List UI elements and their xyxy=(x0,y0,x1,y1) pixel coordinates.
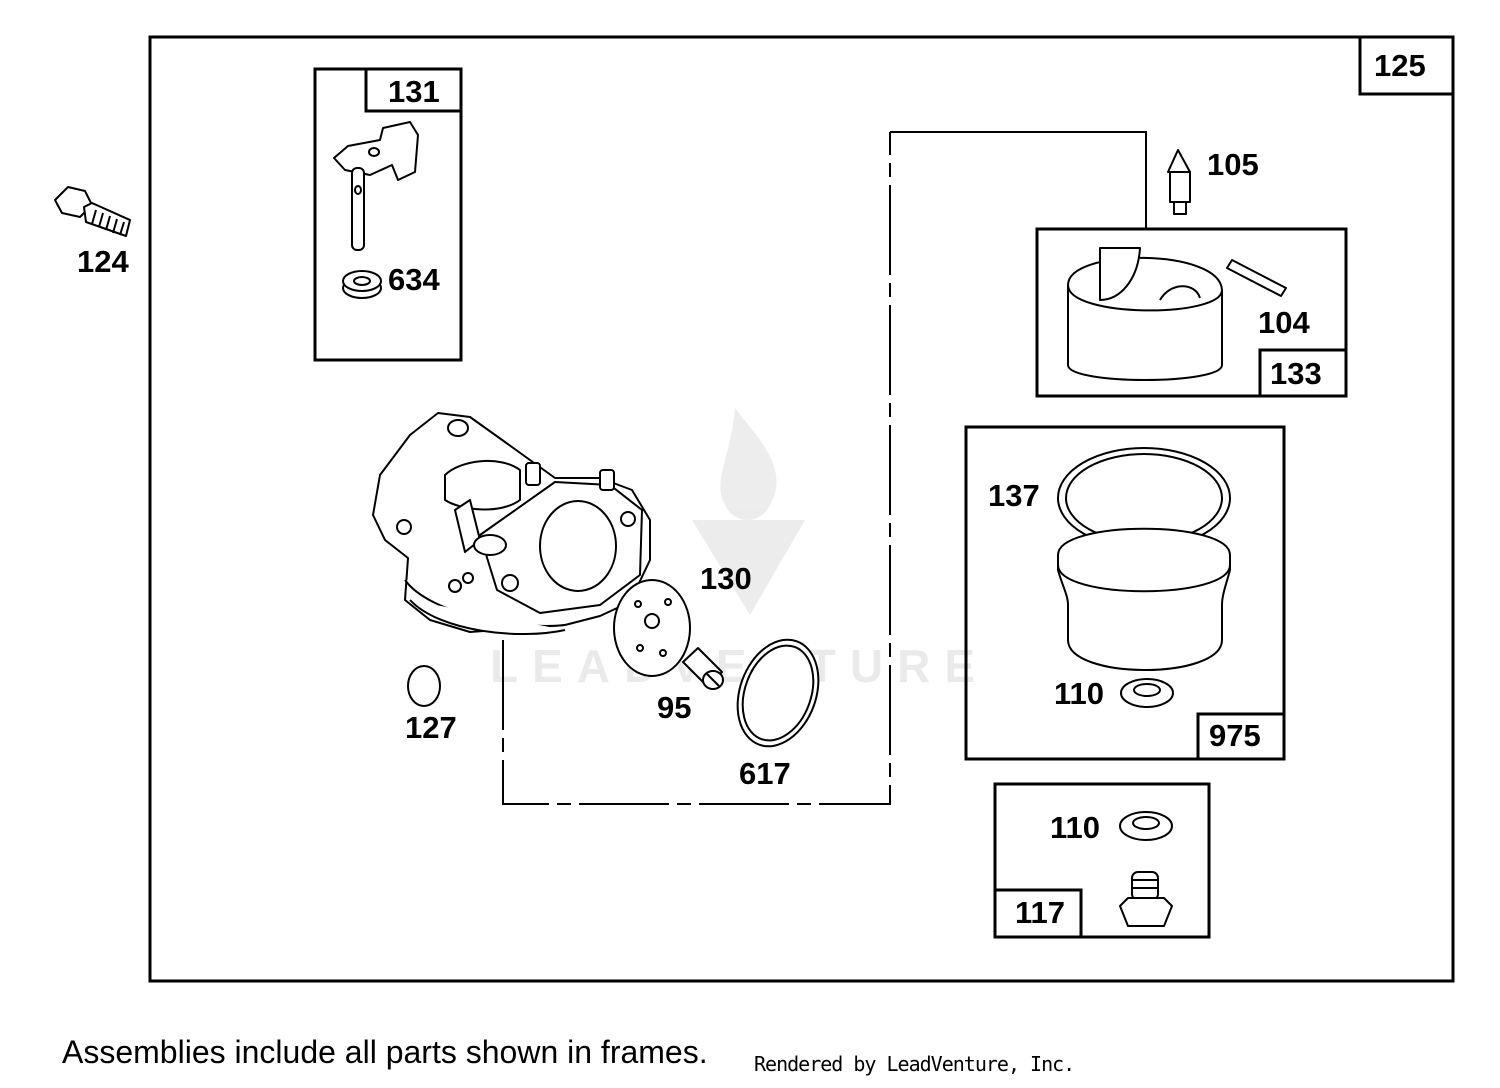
washer-110-icon xyxy=(1120,678,1174,708)
leader-line-133 xyxy=(890,131,1147,229)
callout-133: 133 xyxy=(1270,356,1322,391)
callout-634: 634 xyxy=(388,262,440,297)
callout-104: 104 xyxy=(1258,305,1310,340)
render-credit: Rendered by LeadVenture, Inc. xyxy=(754,1052,1075,1076)
callout-box-975 xyxy=(1196,712,1286,761)
callout-617: 617 xyxy=(739,756,791,791)
washer-110-icon-b xyxy=(1119,811,1173,841)
callout-130: 130 xyxy=(700,561,752,596)
float-icon xyxy=(1067,247,1223,381)
kit-frame-117 xyxy=(993,782,1211,939)
callout-110-bowl: 110 xyxy=(1054,676,1104,711)
hinge-pin-104-icon xyxy=(1226,259,1287,297)
screw-95-icon xyxy=(682,647,724,690)
leader-line-130-group xyxy=(502,132,891,805)
kit-frame-133 xyxy=(1035,227,1348,398)
callout-box-133 xyxy=(1258,348,1348,398)
assembly-frame-125 xyxy=(148,35,1455,983)
callout-box-125 xyxy=(1358,35,1455,96)
bolt-124-icon xyxy=(54,186,131,237)
flame-logo-icon xyxy=(692,408,805,615)
callout-117: 117 xyxy=(1015,895,1065,930)
callout-137: 137 xyxy=(988,478,1040,513)
throttle-shaft-icon xyxy=(333,121,419,251)
callout-131: 131 xyxy=(388,74,440,109)
o-ring-617-icon xyxy=(736,638,820,748)
watermark-text: LEADVENTURE xyxy=(490,640,989,692)
watermark: LEADVENTURE xyxy=(490,408,989,692)
assembly-note: Assemblies include all parts shown in fr… xyxy=(62,1034,708,1070)
callout-124: 124 xyxy=(77,244,129,279)
o-ring-137-icon xyxy=(1057,447,1231,549)
callout-box-131 xyxy=(364,67,463,113)
callout-95: 95 xyxy=(657,690,691,725)
float-bowl-icon xyxy=(1057,527,1231,671)
carburetor-body-icon xyxy=(372,412,651,636)
throttle-plate-130-icon xyxy=(613,579,691,677)
callout-125: 125 xyxy=(1374,48,1426,83)
callout-110-nut: 110 xyxy=(1050,810,1100,845)
needle-105-icon xyxy=(1167,149,1191,215)
bowl-nut-icon xyxy=(1119,871,1173,927)
callout-105: 105 xyxy=(1207,147,1259,182)
kit-frame-131 xyxy=(313,67,463,362)
callout-box-117 xyxy=(993,888,1083,939)
callout-975: 975 xyxy=(1209,718,1261,753)
callout-127: 127 xyxy=(405,710,457,745)
washer-634-icon xyxy=(342,270,382,299)
welch-plug-127-icon xyxy=(407,665,441,707)
kit-frame-975 xyxy=(964,425,1286,761)
